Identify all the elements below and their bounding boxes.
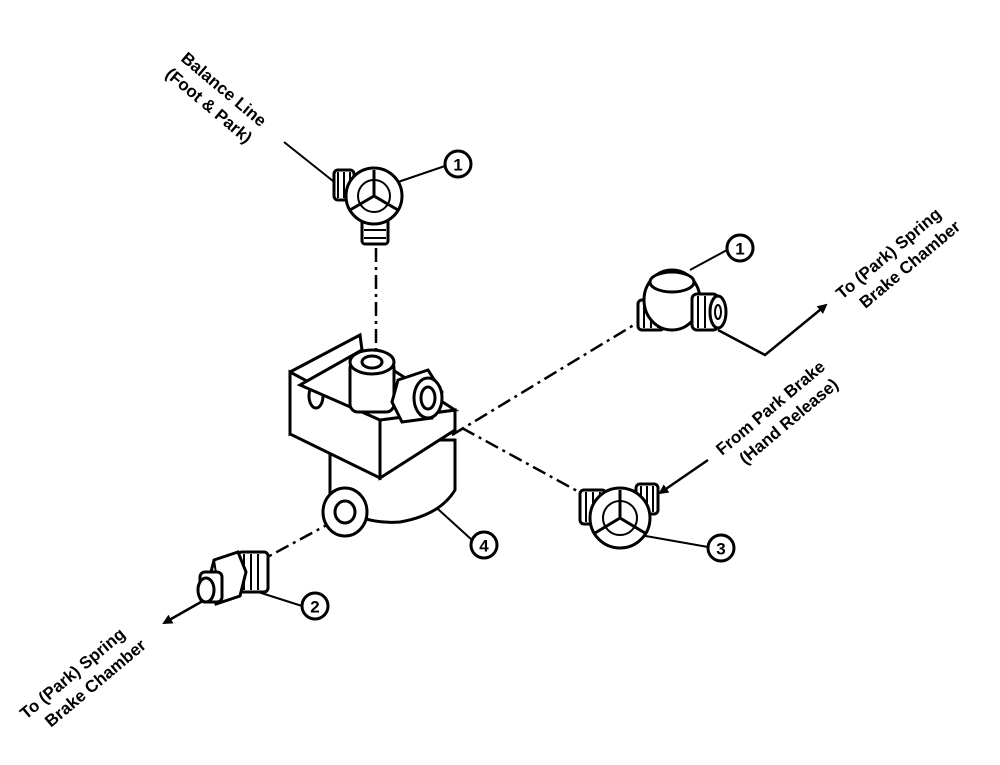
assembly-line-right bbox=[451, 318, 643, 437]
arrow-spring-top bbox=[717, 303, 828, 357]
fitting-elbow-right bbox=[578, 482, 660, 550]
leader-balance-line bbox=[283, 141, 339, 186]
arrow-spring-bottom bbox=[162, 596, 209, 625]
fitting-top-elbow bbox=[332, 166, 404, 246]
callout-3: 3 bbox=[706, 533, 736, 563]
leader-1-right bbox=[689, 249, 728, 271]
svg-text:4: 4 bbox=[479, 537, 489, 556]
label-balance-line: Balance Line (Foot & Park) bbox=[162, 49, 270, 148]
callout-2: 2 bbox=[300, 591, 330, 621]
svg-text:1: 1 bbox=[453, 156, 462, 175]
label-spring-top: To (Park) Spring Brake Chamber bbox=[832, 204, 964, 312]
leader-3 bbox=[639, 534, 709, 548]
svg-text:3: 3 bbox=[716, 540, 725, 559]
callout-4: 4 bbox=[469, 530, 499, 560]
svg-text:2: 2 bbox=[310, 598, 319, 617]
callout-1-right: 1 bbox=[725, 233, 755, 263]
leader-1-top bbox=[397, 165, 446, 183]
arrow-park-brake bbox=[658, 458, 709, 495]
svg-text:1: 1 bbox=[735, 240, 744, 259]
label-park-brake: From Park Brake (Hand Release) bbox=[712, 357, 842, 468]
label-spring-bottom: To (Park) Spring Brake Chamber bbox=[16, 624, 150, 731]
assembly-line-elbow bbox=[461, 426, 591, 500]
assembly-line-nipple bbox=[261, 518, 337, 562]
valve-body bbox=[288, 332, 460, 538]
fitting-right-elbow bbox=[636, 268, 728, 332]
callout-1-top: 1 bbox=[443, 149, 473, 179]
hex-nipple bbox=[196, 550, 270, 606]
